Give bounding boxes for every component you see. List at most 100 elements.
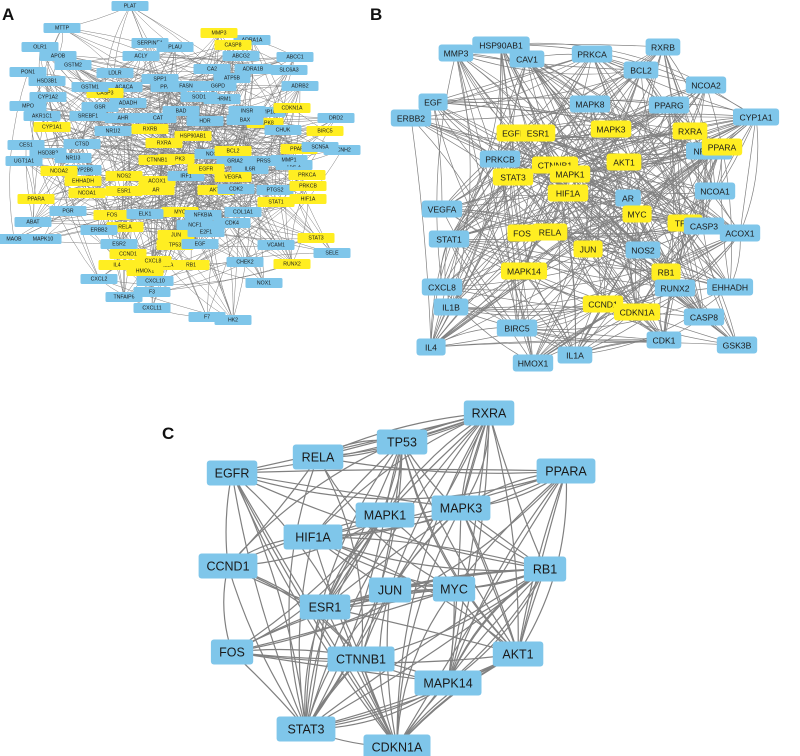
node-a-e2f1: E2F1 (187, 227, 225, 237)
node-a-sele: SELE (313, 248, 351, 258)
node-box (431, 495, 491, 521)
node-label: CCND1 (206, 560, 249, 574)
edge-b (640, 69, 686, 224)
node-box (288, 170, 326, 180)
node-a-scn5a: SCN5A (301, 142, 339, 152)
node-label: CASP8 (224, 43, 241, 49)
node-box (719, 224, 761, 242)
node-c-ctnnb1: CTNNB1 (327, 646, 395, 672)
node-box (317, 113, 355, 123)
node-a-plat: PLAT (111, 1, 149, 11)
edge-b (500, 44, 518, 329)
edge-b (500, 44, 757, 118)
node-box (716, 336, 758, 354)
node-box (733, 108, 780, 126)
node-label: IL4 (425, 343, 437, 353)
node-label: CXCL2 (91, 277, 108, 283)
node-a-egf: EGF (181, 239, 219, 249)
node-label: SERPINE1 (137, 41, 163, 47)
node-label: HSD3B1 (37, 79, 57, 85)
edge-b (532, 161, 625, 364)
node-label: MYC (627, 210, 646, 220)
node-a-rxrb: RXRB (131, 124, 169, 134)
node-label: GSTM2 (64, 63, 82, 69)
node-a-ar: AR (137, 185, 175, 195)
node-box (276, 52, 314, 62)
node-label: BAD (176, 109, 187, 115)
node-b-cav1: CAV1 (509, 50, 545, 68)
node-label: BIRC5 (504, 324, 530, 334)
node-box (297, 233, 335, 243)
node-label: STAT1 (436, 235, 462, 245)
node-box (200, 28, 238, 38)
node-label: STAT3 (500, 173, 526, 183)
node-box (264, 125, 302, 135)
edge-a (23, 160, 317, 240)
node-b-ncoa2: NCOA2 (685, 76, 727, 94)
node-label: PLAT (124, 4, 137, 10)
edge-b (549, 116, 757, 233)
edge-c (324, 441, 403, 608)
edge-a (98, 55, 142, 231)
node-label: F7 (204, 315, 210, 321)
node-label: CHUK (276, 128, 291, 134)
node-box (355, 502, 415, 528)
edge-c (305, 514, 386, 730)
node-box (571, 45, 613, 63)
node-a-atp5b: ATP5B (213, 73, 251, 83)
node-label: HSP1 (287, 163, 301, 169)
node-box (40, 166, 78, 176)
node-label: CDKN1A (372, 741, 423, 755)
edge-a (291, 198, 309, 265)
node-a-bcl2: BCL2 (214, 146, 252, 156)
node-a-apob: APOB (39, 51, 77, 61)
node-label: ESR2 (112, 242, 126, 248)
node-label: CTNNB1 (147, 158, 168, 164)
node-label: RXRB (651, 43, 675, 53)
node-box (138, 176, 176, 186)
node-label: NFKBIA (194, 213, 213, 219)
node-a-mapk10: MAPK10 (24, 234, 62, 244)
node-a-cyp1a2: CYP1A2 (29, 92, 67, 102)
edge-a (291, 185, 309, 265)
node-label: HSD3B2 (38, 151, 58, 157)
edge-b (610, 128, 731, 288)
node-label: HIF1A (301, 197, 316, 203)
node-label: MAPK3 (596, 125, 625, 135)
node-a-nos2: NOS2 (105, 171, 143, 181)
node-label: CASP3 (96, 91, 113, 97)
node-box (492, 168, 534, 186)
node-b-hmox1: HMOX1 (512, 354, 554, 372)
node-box (49, 206, 87, 216)
node-box (228, 106, 266, 116)
edge-b (450, 232, 741, 309)
node-label: ADRA1B (243, 67, 264, 73)
node-box (625, 241, 661, 259)
node-c-ppara: PPARA (536, 458, 596, 484)
node-b-gsk3b: GSK3B (716, 336, 758, 354)
node-a-acly: ACLY (122, 51, 160, 61)
node-box (111, 1, 149, 11)
node-label: ABAT (26, 220, 40, 226)
node-label: F3 (149, 290, 155, 296)
node-box (292, 444, 344, 470)
node-label: RXRB (143, 127, 158, 133)
edge-c (231, 472, 307, 730)
node-box (94, 126, 132, 136)
edge-b (640, 69, 705, 227)
node-label: TNFAIP6 (113, 295, 134, 301)
edge-b (662, 46, 680, 289)
node-label: CTNNB1 (336, 653, 386, 667)
node-label: ABCG2 (232, 54, 250, 60)
node-box (569, 95, 611, 113)
node-box (273, 103, 311, 113)
node-box (421, 278, 463, 296)
edge-a (155, 189, 208, 318)
node-box (327, 646, 395, 672)
node-b-cdk1: CDK1 (646, 331, 682, 349)
edge-c (396, 507, 462, 748)
node-label: IL1A (566, 351, 584, 361)
edge-b (589, 103, 705, 227)
node-box (156, 42, 194, 52)
node-box (685, 76, 727, 94)
